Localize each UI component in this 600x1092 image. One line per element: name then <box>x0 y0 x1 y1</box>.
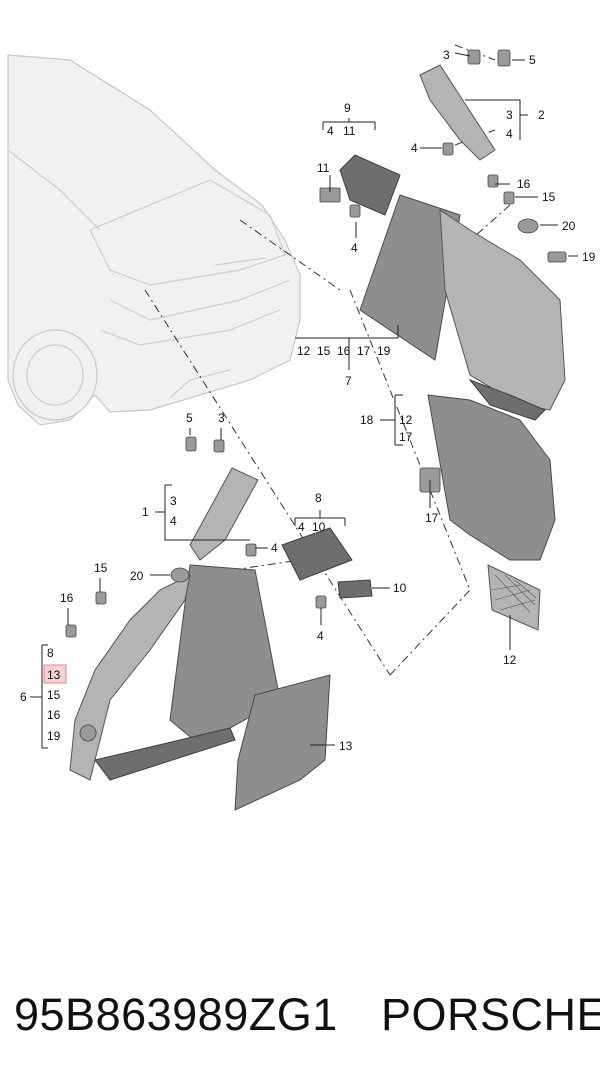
callout-19: 19 <box>377 344 391 358</box>
callout-8: 8 <box>315 491 322 505</box>
callout-16: 16 <box>517 177 531 191</box>
highlight-box <box>43 664 67 684</box>
callout-3: 3 <box>443 48 450 62</box>
callout-20: 20 <box>562 219 576 233</box>
callout-4: 4 <box>327 124 334 138</box>
callout-4: 4 <box>506 127 513 141</box>
callout-8: 8 <box>47 646 54 660</box>
callout-12: 12 <box>399 413 413 427</box>
callout-3: 3 <box>506 108 513 122</box>
callout-15: 15 <box>94 561 108 575</box>
callout-5: 5 <box>186 411 193 425</box>
callout-1: 1 <box>142 505 149 519</box>
callout-3: 3 <box>218 411 225 425</box>
callout-16: 16 <box>47 708 61 722</box>
callout-16: 16 <box>60 591 74 605</box>
callout-2: 2 <box>538 108 545 122</box>
callout-13: 13 <box>339 739 353 753</box>
leader-lines <box>30 52 578 749</box>
callout-12: 12 <box>503 653 517 667</box>
callout-7: 7 <box>345 374 352 388</box>
exploded-parts-diagram: 3 5 3 2 4 9 4 11 4 11 4 16 15 20 19 12 1… <box>7 44 596 811</box>
footer-caption: 95B863989ZG1 PORSCHE <box>0 985 600 1055</box>
callout-4: 4 <box>317 629 324 643</box>
callout-numbers: 3 5 3 2 4 9 4 11 4 11 4 16 15 20 19 12 1… <box>20 48 596 753</box>
part-number: 95B863989ZG1 <box>14 989 338 1040</box>
callout-18: 18 <box>360 413 374 427</box>
callout-11: 11 <box>317 161 330 175</box>
upper-right-assembly <box>319 49 567 631</box>
callout-13: 13 <box>47 668 61 682</box>
callout-4: 4 <box>411 141 418 155</box>
lower-left-assembly <box>65 436 373 811</box>
callout-9: 9 <box>344 101 351 115</box>
callout-17: 17 <box>399 430 413 444</box>
callout-19: 19 <box>582 250 596 264</box>
callout-20: 20 <box>130 569 144 583</box>
callout-15: 15 <box>542 190 556 204</box>
vehicle-rear-outline <box>7 54 301 426</box>
callout-5: 5 <box>529 53 536 67</box>
callout-4: 4 <box>351 241 358 255</box>
callout-4: 4 <box>170 514 177 528</box>
callout-6: 6 <box>20 690 27 704</box>
callout-19: 19 <box>47 729 61 743</box>
callout-12: 12 <box>297 344 311 358</box>
callout-17: 17 <box>425 511 439 525</box>
callout-11: 11 <box>343 124 356 138</box>
callout-15: 15 <box>317 344 331 358</box>
callout-16: 16 <box>337 344 351 358</box>
callout-3: 3 <box>170 494 177 508</box>
callout-10: 10 <box>312 520 326 534</box>
callout-15: 15 <box>47 688 61 702</box>
callout-17: 17 <box>357 344 371 358</box>
brand-name: PORSCHE <box>381 989 600 1040</box>
callout-4: 4 <box>271 541 278 555</box>
callout-10: 10 <box>393 581 407 595</box>
callout-4: 4 <box>298 520 305 534</box>
